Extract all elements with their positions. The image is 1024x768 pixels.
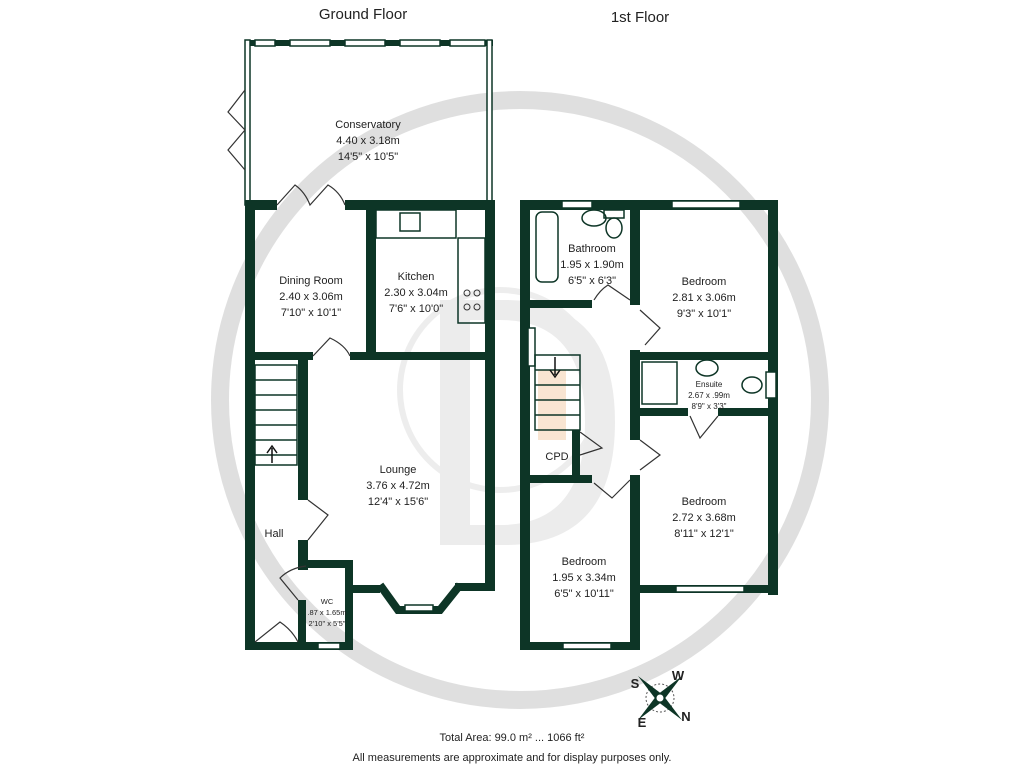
- disclaimer: All measurements are approximate and for…: [353, 752, 672, 764]
- svg-text:Bedroom: Bedroom: [682, 496, 727, 508]
- svg-text:Bathroom: Bathroom: [568, 243, 616, 255]
- svg-text:6'5" x 6'3": 6'5" x 6'3": [568, 275, 616, 287]
- compass-e: E: [638, 715, 647, 730]
- room-bathroom: Bathroom 1.95 x 1.90m 6'5" x 6'3": [560, 243, 624, 287]
- room-cpd: CPD: [545, 451, 568, 463]
- room-lounge: Lounge 3.76 x 4.72m 12'4" x 15'6": [366, 464, 430, 508]
- room-kitchen: Kitchen 2.30 x 3.04m 7'6" x 10'0": [384, 271, 448, 315]
- svg-text:Kitchen: Kitchen: [398, 271, 435, 283]
- conservatory-walls: [227, 39, 493, 206]
- svg-text:6'5" x 10'11": 6'5" x 10'11": [554, 588, 614, 600]
- svg-text:4.40 x 3.18m: 4.40 x 3.18m: [336, 135, 400, 147]
- compass-icon: [638, 676, 682, 720]
- svg-text:12'4" x 15'6": 12'4" x 15'6": [368, 496, 428, 508]
- svg-text:1.95 x 1.90m: 1.95 x 1.90m: [560, 259, 624, 271]
- svg-text:2.72 x 3.68m: 2.72 x 3.68m: [672, 512, 736, 524]
- compass-n: N: [681, 709, 690, 724]
- ground-floor-walls: [245, 184, 495, 650]
- watermark-logo: [211, 91, 829, 709]
- svg-text:14'5" x 10'5": 14'5" x 10'5": [338, 151, 398, 163]
- compass-s: S: [631, 676, 640, 691]
- svg-text:2.30 x 3.04m: 2.30 x 3.04m: [384, 287, 448, 299]
- room-bedroom-3: Bedroom 1.95 x 3.34m 6'5" x 10'11": [552, 556, 616, 600]
- svg-text:Lounge: Lounge: [380, 464, 417, 476]
- room-dining-room: Dining Room 2.40 x 3.06m 7'10" x 10'1": [279, 275, 343, 319]
- svg-text:2.40 x 3.06m: 2.40 x 3.06m: [279, 291, 343, 303]
- svg-text:3.76 x 4.72m: 3.76 x 4.72m: [366, 480, 430, 492]
- svg-text:Ensuite: Ensuite: [696, 380, 723, 389]
- svg-text:9'3" x 10'1": 9'3" x 10'1": [677, 308, 731, 320]
- first-floor-walls: [520, 200, 778, 650]
- svg-text:2.67 x .99m: 2.67 x .99m: [688, 391, 730, 400]
- svg-text:WC: WC: [321, 597, 334, 606]
- ground-floor-title: Ground Floor: [319, 6, 407, 23]
- room-bedroom-1: Bedroom 2.81 x 3.06m 9'3" x 10'1": [672, 276, 736, 320]
- svg-text:8'9" x 3'3": 8'9" x 3'3": [692, 402, 727, 411]
- svg-text:8'11" x 12'1": 8'11" x 12'1": [674, 528, 734, 540]
- svg-text:Bedroom: Bedroom: [682, 276, 727, 288]
- svg-text:2.81 x 3.06m: 2.81 x 3.06m: [672, 292, 736, 304]
- room-bedroom-2: Bedroom 2.72 x 3.68m 8'11" x 12'1": [672, 496, 736, 540]
- svg-text:Conservatory: Conservatory: [335, 119, 401, 131]
- room-conservatory: Conservatory 4.40 x 3.18m 14'5" x 10'5": [335, 119, 401, 163]
- svg-text:Dining Room: Dining Room: [279, 275, 343, 287]
- compass-w: W: [672, 668, 685, 683]
- first-floor-title: 1st Floor: [611, 9, 669, 26]
- svg-text:7'10" x 10'1": 7'10" x 10'1": [281, 307, 341, 319]
- room-hall: Hall: [265, 528, 284, 540]
- svg-text:.87 x 1.65m: .87 x 1.65m: [307, 608, 346, 617]
- room-wc: WC .87 x 1.65m 2'10" x 5'5": [307, 597, 346, 628]
- svg-text:2'10" x 5'5": 2'10" x 5'5": [309, 619, 346, 628]
- room-ensuite: Ensuite 2.67 x .99m 8'9" x 3'3": [688, 380, 730, 411]
- svg-text:1.95 x 3.34m: 1.95 x 3.34m: [552, 572, 616, 584]
- svg-text:7'6" x 10'0": 7'6" x 10'0": [389, 303, 443, 315]
- svg-text:Bedroom: Bedroom: [562, 556, 607, 568]
- total-area: Total Area: 99.0 m² ... 1066 ft²: [440, 732, 585, 744]
